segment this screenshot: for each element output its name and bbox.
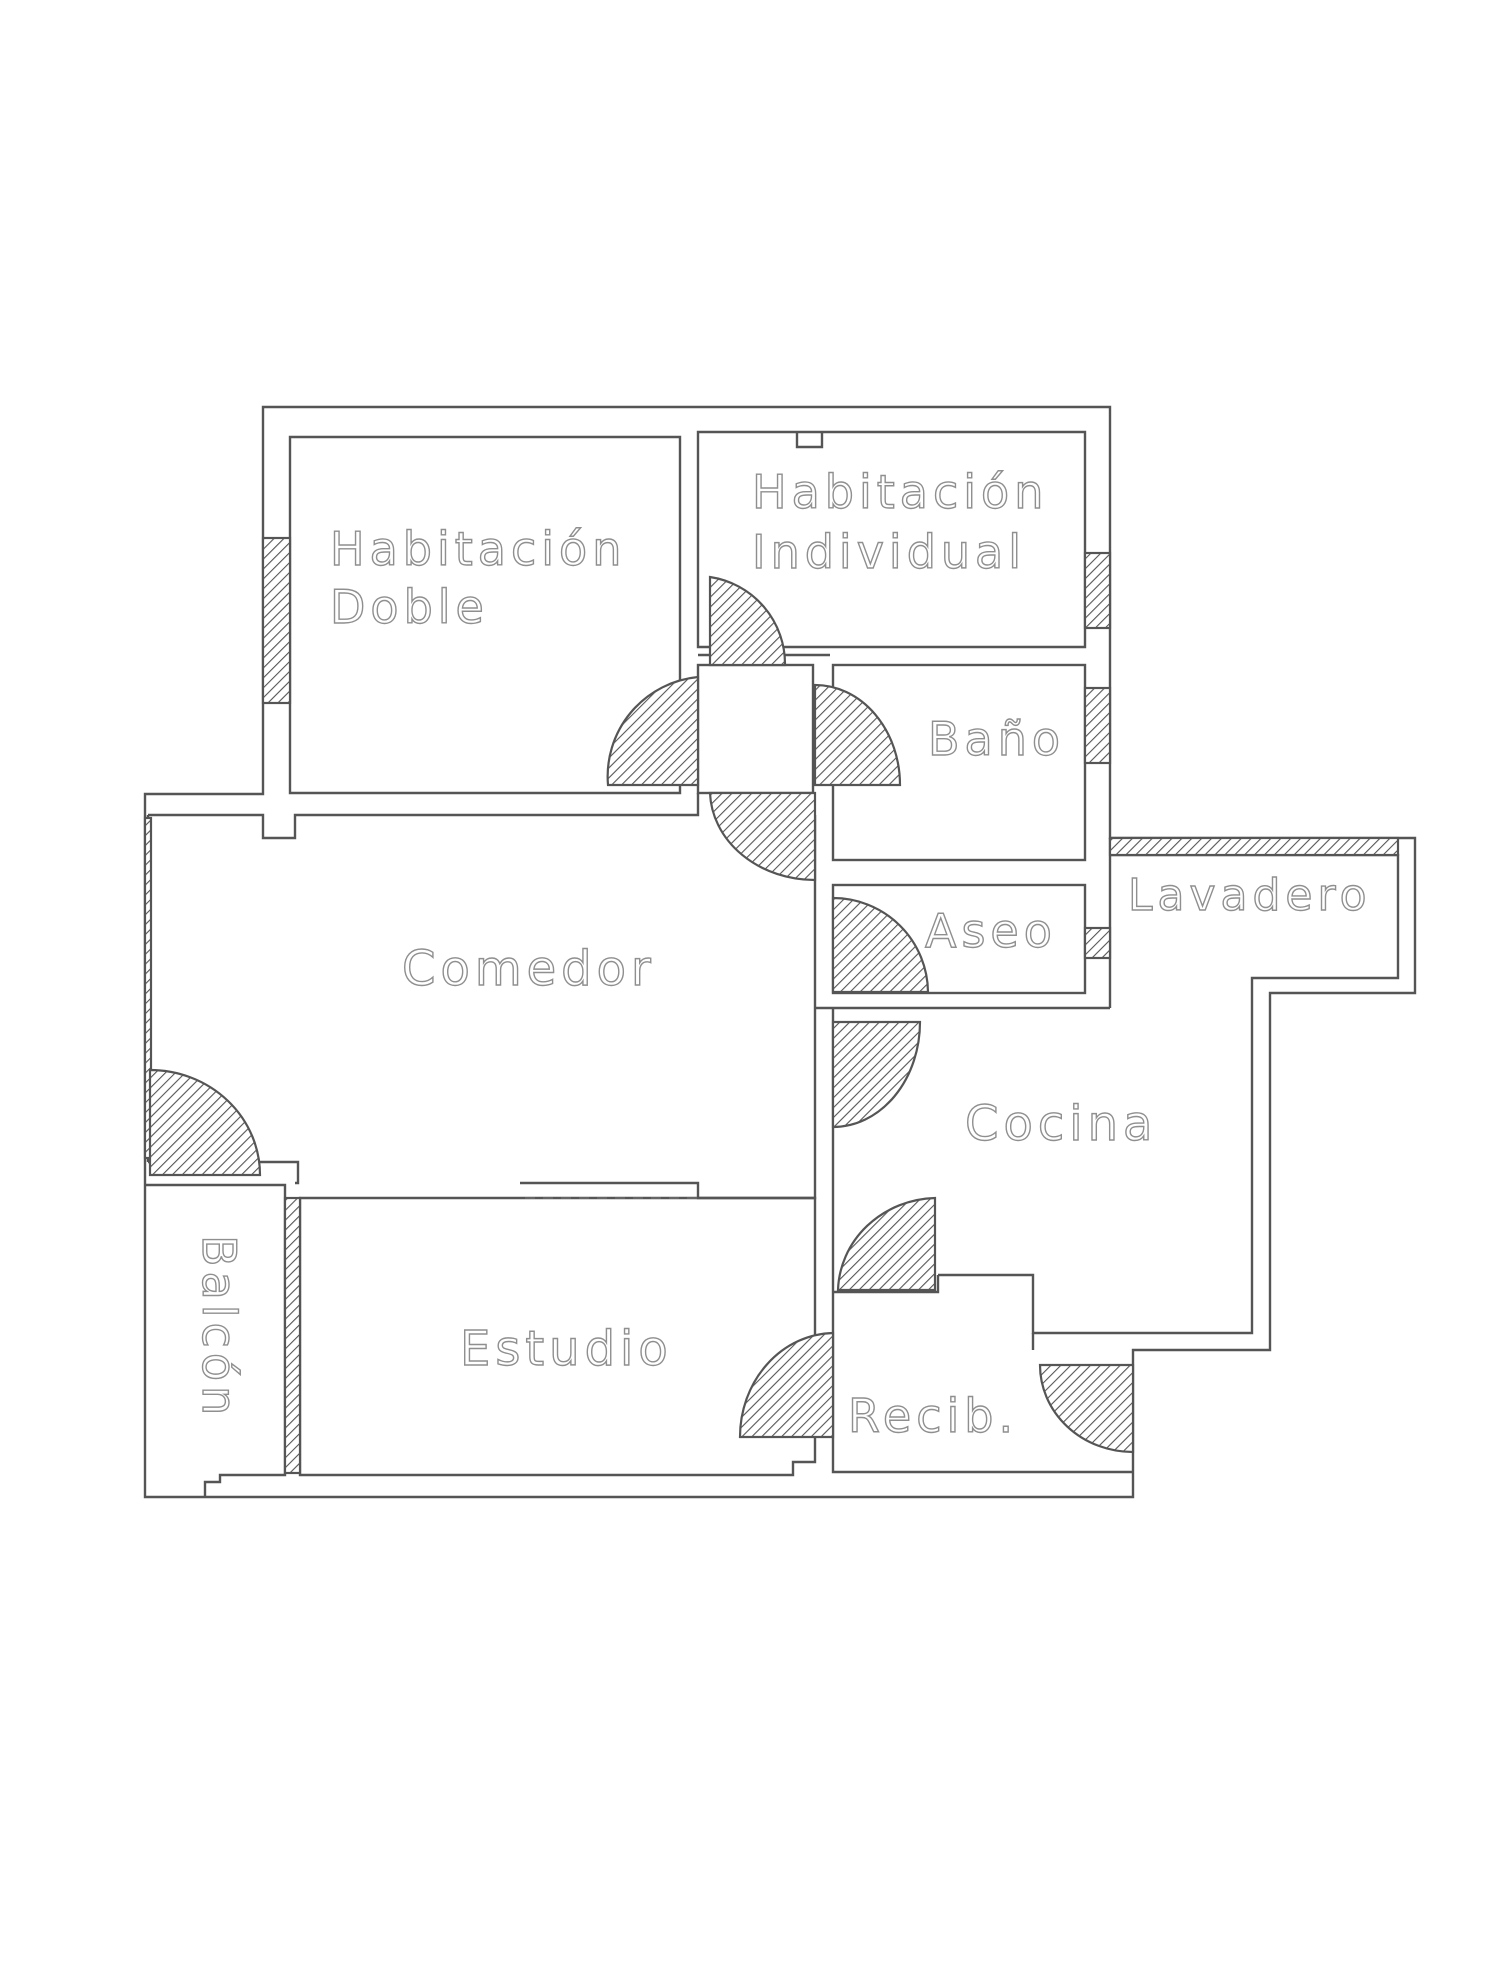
label-aseo: Aseo xyxy=(925,904,1057,958)
label-habitacion-doble-1: Habitación xyxy=(330,522,626,576)
window-balcon-right xyxy=(283,1196,302,1475)
door-individual-icon xyxy=(708,575,787,667)
label-habitacion-individual-1: Habitación xyxy=(752,465,1048,519)
label-balcon: Balcón xyxy=(192,1235,246,1420)
window-bano-right xyxy=(1083,686,1112,765)
label-habitacion-doble-2: Doble xyxy=(330,580,489,634)
notch-top xyxy=(795,432,824,449)
window-aseo-right xyxy=(1083,926,1112,960)
door-doble-icon xyxy=(606,675,700,787)
window-comedor-left xyxy=(143,816,153,1160)
label-bano: Baño xyxy=(928,712,1065,766)
door-balcon-icon xyxy=(148,1068,262,1177)
wall-individual-inner xyxy=(696,430,1087,649)
room-labels: Habitación Doble Habitación Individual B… xyxy=(191,464,1372,1443)
door-cocina-recibidor-icon xyxy=(836,1196,937,1292)
label-estudio: Estudio xyxy=(460,1321,673,1377)
corridor xyxy=(696,663,815,795)
window-lavadero-top xyxy=(1108,836,1400,857)
window-individual-right xyxy=(1083,551,1112,630)
door-entrada-swing-icon xyxy=(1038,1363,1135,1454)
door-bano-icon xyxy=(813,683,902,787)
label-lavadero: Lavadero xyxy=(1128,870,1372,921)
door-estudio-icon xyxy=(738,1331,835,1439)
label-recibidor: Recib. xyxy=(848,1389,1018,1443)
label-comedor: Comedor xyxy=(402,941,656,997)
door-aseo-icon xyxy=(831,896,930,994)
label-habitacion-individual-2: Individual xyxy=(752,525,1026,579)
lavadero-inner xyxy=(938,853,1400,1335)
window-doble-left xyxy=(261,536,292,705)
door-swings xyxy=(148,575,1135,1454)
estudio-room xyxy=(298,1196,817,1477)
balcon-room xyxy=(145,1183,287,1497)
door-comedor-corridor-icon xyxy=(708,791,817,882)
door-cocina-icon xyxy=(831,1020,922,1129)
label-cocina: Cocina xyxy=(965,1096,1157,1152)
window-strips xyxy=(143,536,1400,1475)
